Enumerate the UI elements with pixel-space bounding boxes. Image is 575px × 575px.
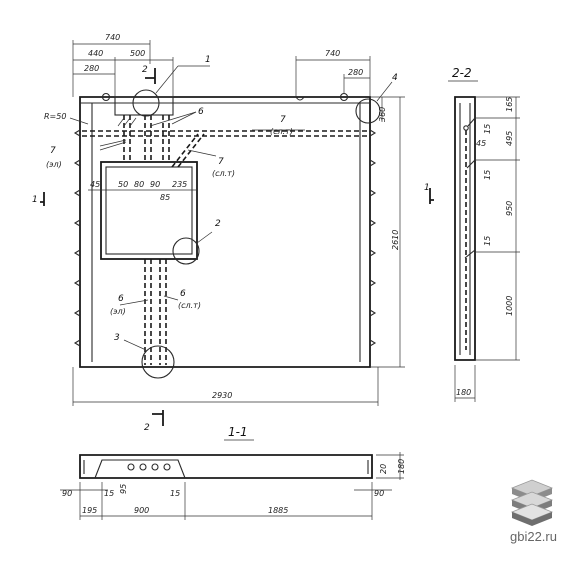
callout-1: 1 bbox=[205, 55, 211, 65]
dim-50: 50 bbox=[118, 180, 128, 189]
callout-6-right: 6 bbox=[180, 289, 186, 299]
callout-3: 3 bbox=[114, 333, 120, 343]
callout-4: 4 bbox=[392, 73, 398, 83]
section-1-1: 1-1 90 15 95 15 20 180 90 195 900 1885 bbox=[60, 425, 406, 520]
cut-mark-2-bottom: 2 bbox=[144, 423, 150, 433]
section-2-2: 2-2 165 15 495 45 15 950 15 1000 180 bbox=[448, 66, 520, 402]
note-slt-mid: (сл.т) bbox=[212, 169, 235, 178]
callout-6-top: 6 bbox=[198, 107, 204, 117]
dim-440: 440 bbox=[88, 49, 103, 58]
watermark-text[interactable]: gbi22.ru bbox=[510, 529, 557, 544]
dim22-15-c: 15 bbox=[483, 236, 492, 246]
main-dimensions: 740 440 500 280 740 280 360 2610 2930 45… bbox=[72, 33, 405, 406]
dim-85: 85 bbox=[160, 193, 170, 202]
dim-280-right: 280 bbox=[348, 68, 363, 77]
note-slt-right: (сл.т) bbox=[270, 127, 293, 136]
cut-mark-1-right: 1 bbox=[424, 183, 430, 193]
callout-6-left: 6 bbox=[118, 294, 124, 304]
note-el-left: (эл) bbox=[46, 160, 62, 169]
dim-500: 500 bbox=[130, 49, 145, 58]
dim22-45: 45 bbox=[476, 139, 486, 148]
dim22-15-a: 15 bbox=[483, 124, 492, 134]
dim-2930: 2930 bbox=[212, 391, 232, 400]
cut-marks: 2 2 1 1 bbox=[32, 65, 434, 433]
callout-2: 2 bbox=[215, 219, 221, 229]
dim-2610: 2610 bbox=[391, 230, 400, 250]
dim22-180: 180 bbox=[456, 388, 471, 397]
site-logo bbox=[510, 479, 554, 526]
dim11-1885: 1885 bbox=[268, 506, 288, 515]
dim-740-left: 740 bbox=[105, 33, 120, 42]
callout-7-left: 7 bbox=[50, 146, 56, 156]
callout-labels: 1 2 3 4 6 6 6 7 7 7 R=50 (эл) (сл.т) (сл… bbox=[44, 55, 398, 343]
cut-mark-1-left: 1 bbox=[32, 195, 38, 205]
dim-280-left: 280 bbox=[84, 64, 99, 73]
dim-235: 235 bbox=[172, 180, 187, 189]
dim-740-right: 740 bbox=[325, 49, 340, 58]
section-11-title: 1-1 bbox=[228, 425, 248, 439]
dim11-15-right: 15 bbox=[170, 489, 180, 498]
cut-mark-2-top: 2 bbox=[142, 65, 148, 75]
dim11-15-left: 15 bbox=[104, 489, 114, 498]
radius-note: R=50 bbox=[44, 112, 66, 121]
dim-90: 90 bbox=[150, 180, 160, 189]
section-22-title: 2-2 bbox=[452, 66, 472, 80]
dim22-950: 950 bbox=[505, 201, 514, 216]
dim11-20: 20 bbox=[379, 464, 388, 474]
dim11-195: 195 bbox=[82, 506, 97, 515]
note-el-bottom: (эл) bbox=[110, 307, 126, 316]
dim11-900: 900 bbox=[134, 506, 149, 515]
dim22-495: 495 bbox=[505, 131, 514, 146]
dim22-1000: 1000 bbox=[505, 296, 514, 316]
note-slt-bottom: (сл.т) bbox=[178, 301, 201, 310]
dim11-90-left: 90 bbox=[62, 489, 72, 498]
dim11-180: 180 bbox=[397, 459, 406, 474]
main-elevation bbox=[69, 65, 393, 379]
dim11-90-right: 90 bbox=[374, 489, 384, 498]
dim-45: 45 bbox=[90, 180, 100, 189]
dim-360: 360 bbox=[378, 107, 387, 122]
dim-80: 80 bbox=[134, 180, 144, 189]
dim11-95: 95 bbox=[119, 484, 128, 494]
dim22-165: 165 bbox=[505, 97, 514, 112]
dim22-15-b: 15 bbox=[483, 170, 492, 180]
callout-7-right: 7 bbox=[280, 115, 286, 125]
callout-7-mid: 7 bbox=[218, 157, 224, 167]
